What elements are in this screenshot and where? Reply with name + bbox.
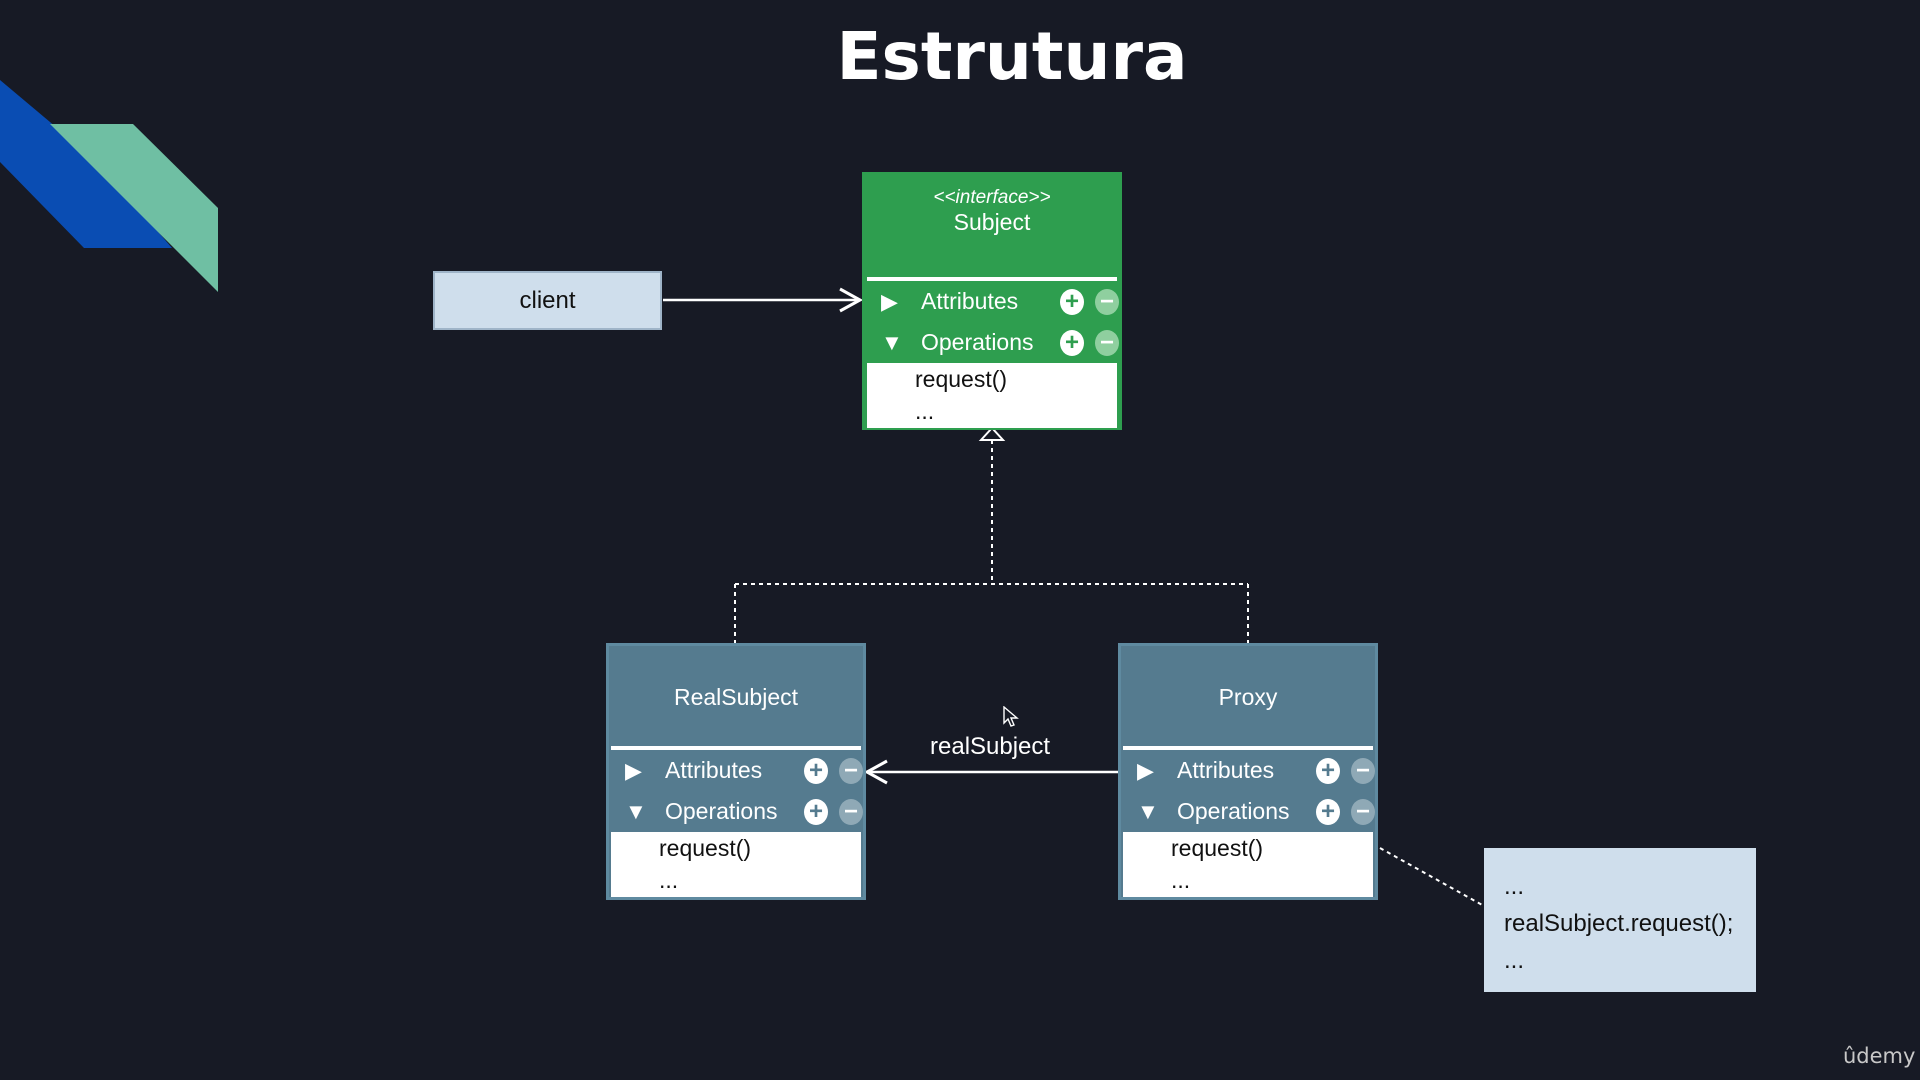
- udemy-logo: ûdemy: [1843, 1044, 1916, 1068]
- proxy-realsubject-arrow: [863, 759, 1118, 785]
- association-label: realSubject: [930, 733, 1051, 760]
- realsubject-divider: [611, 746, 861, 750]
- note-anchor-line: [1379, 847, 1485, 907]
- code-note[interactable]: ... realSubject.request(); ...: [1484, 848, 1756, 992]
- minus-circle-icon[interactable]: −: [1095, 288, 1119, 315]
- operation-item[interactable]: request(): [1171, 835, 1264, 861]
- proxy-operations-row[interactable]: ▼ Operations + −: [1121, 791, 1375, 832]
- operation-item: ...: [1171, 867, 1191, 893]
- realsubject-attributes-row[interactable]: ▶ Attributes + −: [609, 750, 863, 791]
- proxy-operations-label: Operations: [1177, 798, 1290, 824]
- plus-circle-icon[interactable]: +: [804, 757, 828, 784]
- subject-attributes-row[interactable]: ▶ Attributes + −: [865, 281, 1119, 322]
- mouse-cursor-icon: [1003, 706, 1019, 727]
- realization-connector: [734, 440, 1249, 643]
- note-line: ...: [1504, 873, 1525, 900]
- proxy-attributes-row[interactable]: ▶ Attributes + −: [1121, 750, 1375, 791]
- plus-circle-icon[interactable]: +: [1060, 329, 1084, 356]
- proxy-class[interactable]: Proxy ▶ Attributes + − ▼ Operations + − …: [1118, 643, 1378, 900]
- proxy-attributes-label: Attributes: [1177, 757, 1275, 783]
- triangle-down-icon[interactable]: ▼: [1137, 798, 1159, 824]
- client-box[interactable]: client: [433, 271, 662, 330]
- realsubject-operations-label: Operations: [665, 798, 778, 824]
- subject-header: <<interface>> Subject: [865, 175, 1119, 277]
- subject-operations-row[interactable]: ▼ Operations + −: [865, 322, 1119, 363]
- subject-attributes-label: Attributes: [921, 288, 1019, 314]
- realsubject-class[interactable]: RealSubject ▶ Attributes + − ▼ Operation…: [606, 643, 866, 900]
- subject-operations-list: request() ...: [867, 363, 1117, 428]
- operation-item: ...: [915, 398, 935, 424]
- plus-circle-icon[interactable]: +: [1316, 757, 1340, 784]
- operation-item[interactable]: request(): [659, 835, 752, 861]
- subject-divider: [867, 277, 1117, 281]
- realization-arrowhead: [978, 426, 1006, 441]
- corner-decoration: [0, 80, 218, 292]
- note-line: ...: [1504, 947, 1525, 974]
- deco-blue-stripe: [0, 80, 172, 248]
- realsubject-header: RealSubject: [609, 646, 863, 746]
- note-line: realSubject.request();: [1504, 910, 1734, 937]
- client-label: client: [519, 286, 576, 314]
- minus-circle-icon[interactable]: −: [1351, 798, 1375, 825]
- proxy-name: Proxy: [1218, 684, 1278, 710]
- subject-name: Subject: [953, 209, 1031, 235]
- subject-interface[interactable]: <<interface>> Subject ▶ Attributes + − ▼…: [862, 172, 1122, 430]
- proxy-divider: [1123, 746, 1373, 750]
- triangle-down-icon[interactable]: ▼: [881, 329, 903, 355]
- proxy-operations-list: request() ...: [1123, 832, 1373, 897]
- minus-circle-icon[interactable]: −: [839, 757, 863, 784]
- triangle-right-icon[interactable]: ▶: [1137, 757, 1154, 783]
- operation-item: ...: [659, 867, 679, 893]
- client-subject-arrow: [663, 287, 864, 313]
- triangle-down-icon[interactable]: ▼: [625, 798, 647, 824]
- plus-circle-icon[interactable]: +: [1316, 798, 1340, 825]
- plus-circle-icon[interactable]: +: [804, 798, 828, 825]
- realsubject-operations-list: request() ...: [611, 832, 861, 897]
- deco-teal-stripe: [50, 124, 218, 292]
- plus-circle-icon[interactable]: +: [1060, 288, 1084, 315]
- subject-stereotype: <<interface>>: [933, 187, 1051, 208]
- realsubject-operations-row[interactable]: ▼ Operations + −: [609, 791, 863, 832]
- realsubject-attributes-label: Attributes: [665, 757, 763, 783]
- minus-circle-icon[interactable]: −: [839, 798, 863, 825]
- operation-item[interactable]: request(): [915, 366, 1008, 392]
- realsubject-name: RealSubject: [673, 684, 799, 710]
- minus-circle-icon[interactable]: −: [1351, 757, 1375, 784]
- minus-circle-icon[interactable]: −: [1095, 329, 1119, 356]
- slide-title: Estrutura: [836, 18, 1188, 95]
- triangle-right-icon[interactable]: ▶: [625, 757, 642, 783]
- proxy-header: Proxy: [1121, 646, 1375, 746]
- triangle-right-icon[interactable]: ▶: [881, 288, 898, 314]
- subject-operations-label: Operations: [921, 329, 1034, 355]
